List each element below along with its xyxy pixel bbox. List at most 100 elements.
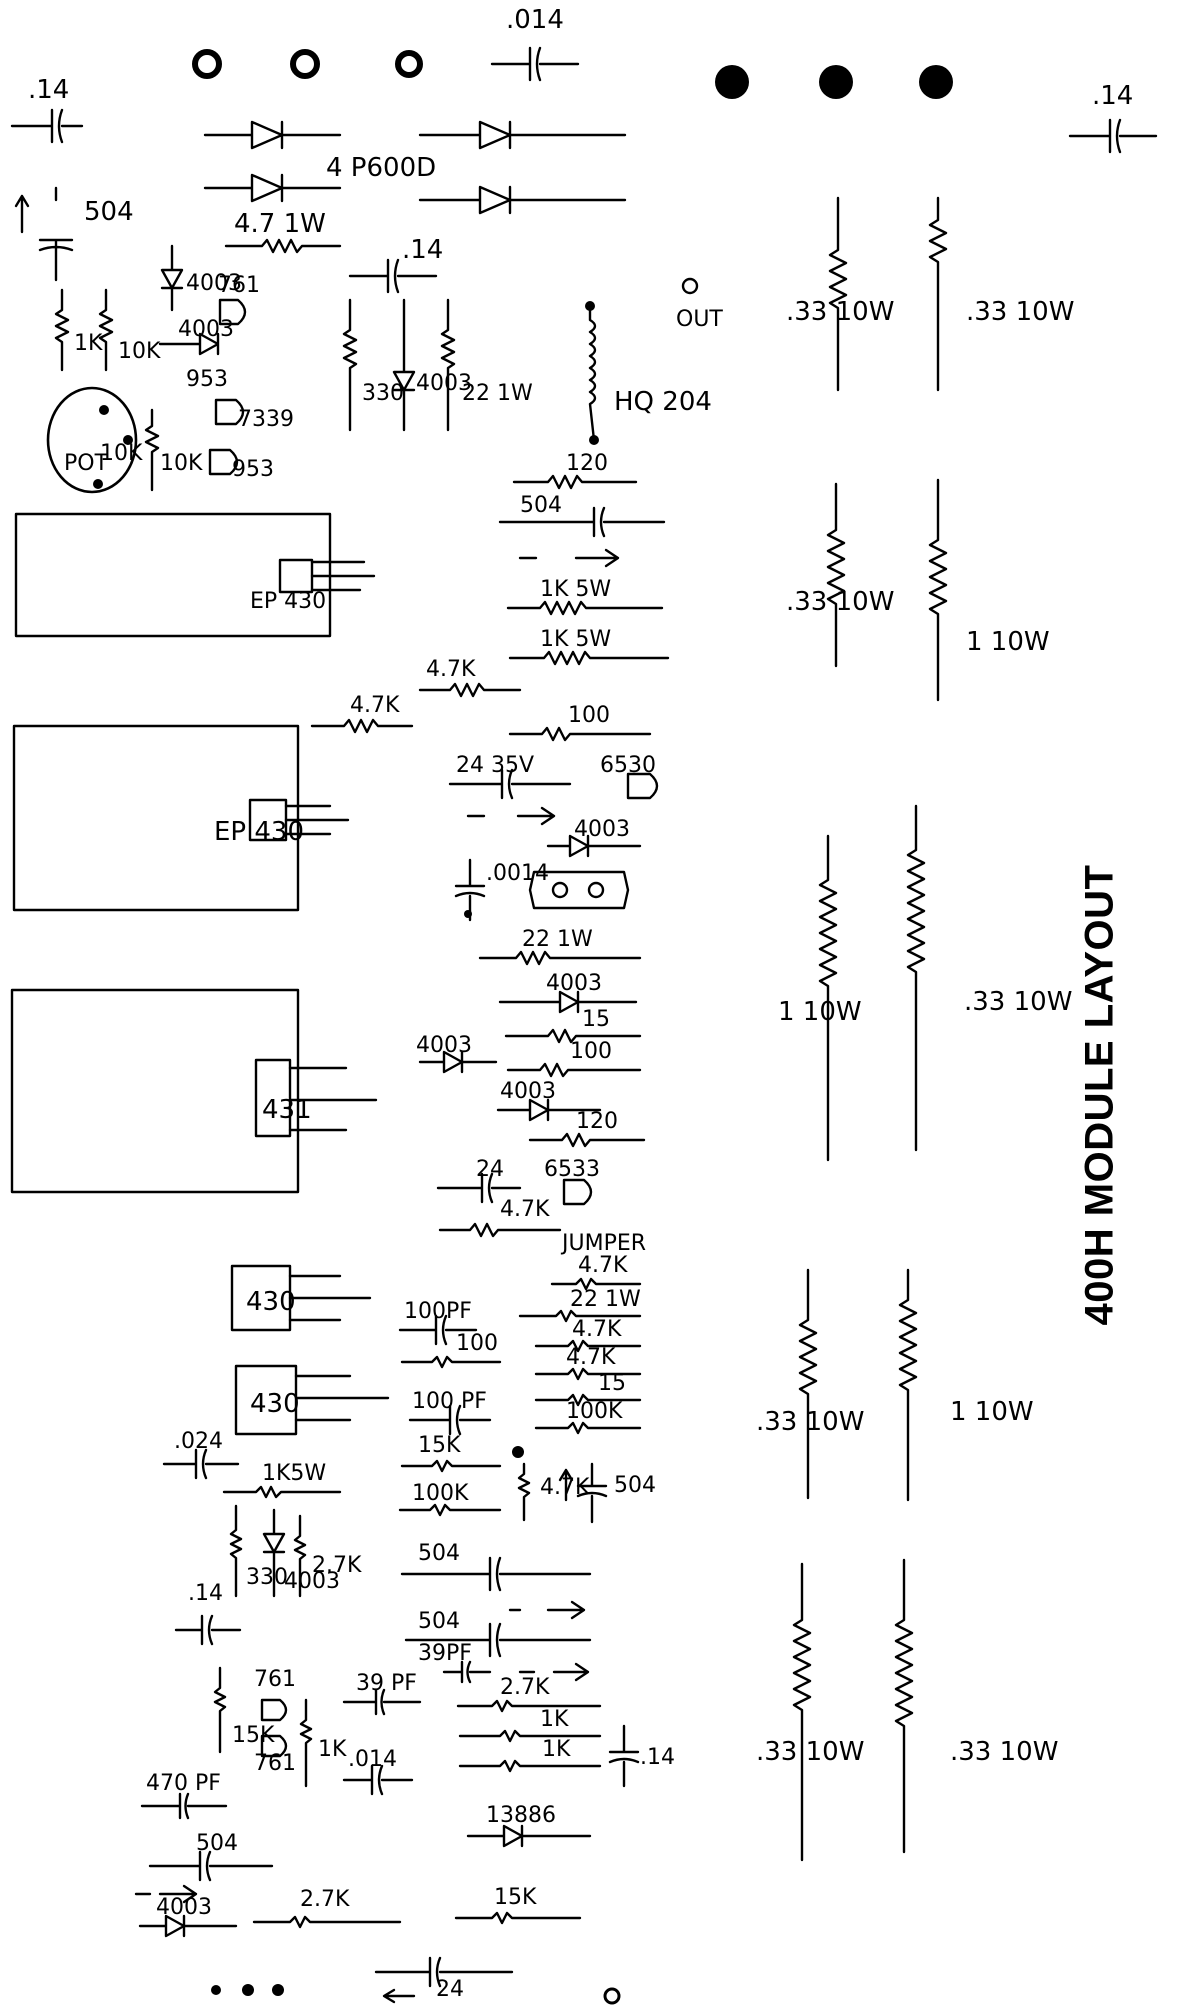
transistor-431: 431: [10, 988, 378, 1194]
capacitor-lower-504-b: 504: [400, 1541, 592, 1620]
cap-label: .14: [188, 1581, 223, 1606]
diode-953-b: 953: [208, 448, 274, 482]
diode-label: 4003: [416, 371, 472, 396]
res-label: 22 1W: [462, 381, 533, 406]
resistor-lower-2-7k-a: 2.7K: [293, 1514, 362, 1598]
capacitor-lower-504-c: 504: [404, 1609, 592, 1658]
capacitor-lower-39pf-a: 39PF: [418, 1641, 590, 1684]
resistor-4-7k-a: 4.7K: [418, 657, 522, 698]
transistor-label: EP 430: [250, 589, 326, 614]
diode-lower-4003: 4003: [262, 1508, 340, 1598]
res-label: 15: [598, 1371, 626, 1396]
diode-label: 13886: [486, 1803, 556, 1828]
diode-4003-a: 4003: [160, 244, 242, 312]
capacitor-lower-014: .014: [342, 1747, 414, 1796]
res-label: 100: [568, 703, 610, 728]
resistor-15-mid: 15: [504, 1007, 642, 1044]
diode-label: 4003: [500, 1079, 556, 1104]
diagram-title: 400H MODULE LAYOUT: [1077, 864, 1122, 1326]
choke-hq204: HQ 204: [585, 301, 712, 445]
res-label: 2.7K: [300, 1887, 350, 1912]
diode-label: 953: [232, 457, 274, 482]
capacitor-lower-39pf-b: 39 PF: [342, 1671, 422, 1716]
resistor-lower-100: 100: [400, 1331, 502, 1369]
diode-label: 4003: [156, 1895, 212, 1920]
res-label: 1K: [74, 331, 103, 356]
transistor-label: EP 430: [214, 817, 304, 847]
transistor-ep430-b: EP 430: [12, 724, 350, 912]
diode-label: 7339: [238, 407, 294, 432]
resistor-22-top: 22 1W: [440, 298, 533, 432]
power-res-label: .33 10W: [756, 1407, 864, 1437]
capacitor-lower-024: .024: [162, 1429, 240, 1480]
diode-6530: 6530: [600, 753, 659, 800]
resistor-4-7k-c: 4.7K: [438, 1197, 562, 1238]
choke-label: HQ 204: [614, 387, 712, 417]
terminal-strip: [528, 870, 630, 910]
cap-label: 504: [196, 1831, 238, 1856]
cap-label: 39PF: [418, 1641, 472, 1666]
res-label: 10K: [118, 339, 161, 364]
res-label: 1K 5W: [540, 577, 611, 602]
resistor-lower-22-1w: 22 1W: [518, 1287, 642, 1323]
diode-4003-c: 4003: [392, 298, 472, 432]
diode-label: 4003: [284, 1569, 340, 1594]
resistor-lower-2-7k-b: 2.7K: [456, 1675, 602, 1713]
capacitor-504-mid: 504: [498, 493, 666, 568]
resistor-1k5w-b: 1K 5W: [508, 627, 670, 666]
res-label: 100K: [412, 1481, 469, 1506]
capacitor-lower-24: 24: [374, 1956, 514, 2004]
diode-953-a: 953: [186, 367, 228, 392]
power-resistor-6: .33 10W: [906, 804, 1072, 1152]
pad-small: [272, 1984, 284, 1996]
diode-4003-mid-a: 4003: [546, 817, 642, 858]
capacitor-lower-504-d: 504: [134, 1831, 274, 1904]
resistor-lower-100k-a: 100K: [534, 1399, 642, 1435]
cap-label: .14: [1092, 81, 1133, 111]
res-label: 120: [566, 451, 608, 476]
resistor-lower-4-7k-c: 4.7K: [534, 1345, 642, 1381]
res-label: 100: [570, 1039, 612, 1064]
resistor-lower-15: 15: [534, 1371, 642, 1407]
res-label: 15K: [418, 1433, 461, 1458]
power-res-label: .33 10W: [786, 587, 894, 617]
diode-4003-mid-c: 4003: [416, 1033, 498, 1074]
diode-lower-13886: 13886: [466, 1803, 592, 1848]
resistor-lower-4-7k-b: 4.7K: [534, 1317, 642, 1353]
res-label: 4.7K: [578, 1253, 628, 1278]
diode-761: 761: [218, 273, 260, 326]
diode-4003-mid-b: 4003: [498, 971, 638, 1014]
res-label: 1K5W: [262, 1461, 326, 1486]
jumper-label: JUMPER: [560, 1231, 646, 1256]
pad-filled: [715, 65, 749, 99]
diode-lower-761-a: 761: [254, 1667, 296, 1722]
diode-label: 761: [218, 273, 260, 298]
cap-label: 24: [476, 1157, 504, 1182]
resistor-lower-15k: 15K: [400, 1433, 502, 1473]
resistor-10k-b: 10K: [144, 408, 203, 492]
resistor-lower-4-7k-d: 4.7K: [512, 1446, 590, 1522]
diode-7339: 7339: [214, 398, 294, 432]
res-label: 4.7K: [572, 1317, 622, 1342]
cap-label: 24 35V: [456, 753, 534, 778]
res-label: 22 1W: [570, 1287, 641, 1312]
resistor-lower-100k-b: 100K: [398, 1481, 502, 1517]
diode-label: 761: [254, 1751, 296, 1776]
power-res-label: .33 10W: [966, 297, 1074, 327]
diode-lower-761-b: 761: [254, 1734, 296, 1776]
diode-label: 4003: [186, 271, 242, 296]
diode-label: 761: [254, 1667, 296, 1692]
res-label: 4.7K: [426, 657, 476, 682]
power-res-label: .33 10W: [786, 297, 894, 327]
pot-value: 10K: [100, 441, 143, 466]
capacitor-lower-100pf-a: 100PF: [398, 1299, 478, 1346]
pad-filled: [919, 65, 953, 99]
power-res-label: .33 10W: [964, 987, 1072, 1017]
res-label: 1K: [318, 1737, 347, 1762]
cap-label: .014: [348, 1747, 397, 1772]
resistor-1k: 1K: [54, 288, 103, 372]
cap-label: 24: [436, 1977, 464, 2002]
capacitor-lower-504-a: 504: [558, 1462, 656, 1524]
res-label: 4.7 1W: [234, 209, 326, 239]
power-resistor-8: 1 10W: [898, 1268, 1034, 1502]
